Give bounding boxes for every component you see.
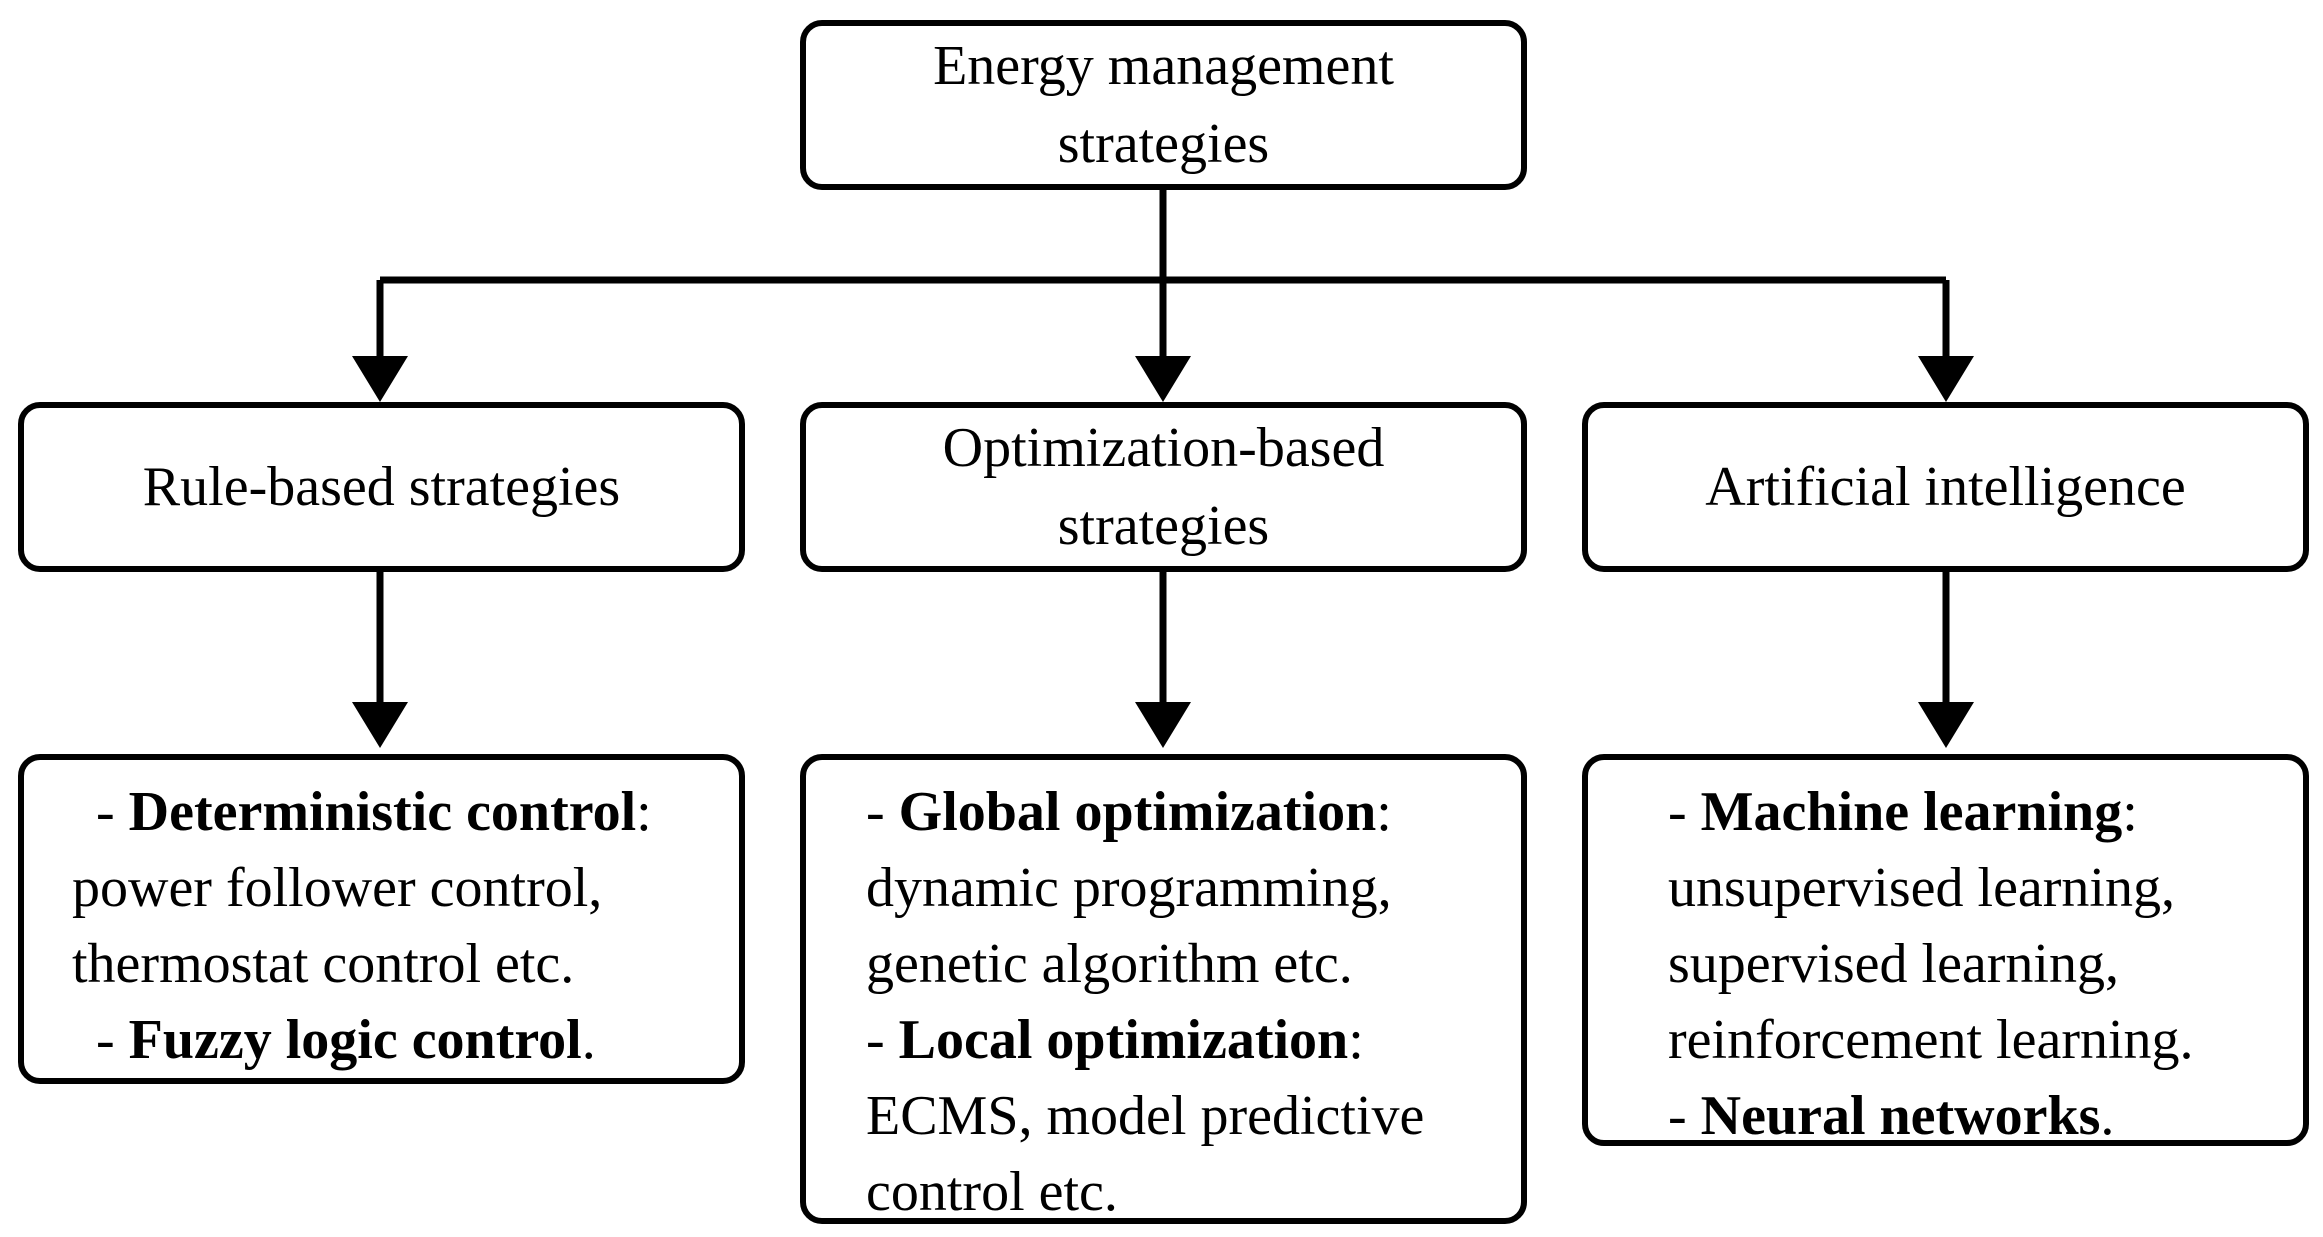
root-node-energy-management: Energy management strategies [800, 20, 1527, 190]
category-node-rule-based: Rule-based strategies [18, 402, 745, 572]
optimization-global-desc-line1: dynamic programming, [866, 857, 1392, 919]
rule-based-desc-line2: thermostat control etc. [72, 933, 575, 995]
detail-node-optimization-based: - Global optimization: dynamic programmi… [800, 754, 1527, 1224]
arrowhead-left-detail [352, 702, 408, 748]
term-machine-learning: Machine learning [1700, 781, 2123, 843]
term-neural-networks: Neural networks [1700, 1085, 2101, 1147]
arrowhead-center-detail [1135, 702, 1191, 748]
arrowhead-right-detail [1918, 702, 1974, 748]
ai-desc-line1: unsupervised learning, [1668, 857, 2175, 919]
root-node-label-line2: strategies [1057, 113, 1270, 175]
term-deterministic-control: Deterministic control [128, 781, 637, 843]
rule-based-item-deterministic: - Deterministic control: [96, 781, 652, 843]
ai-item-neural-networks: - Neural networks. [1668, 1085, 2115, 1147]
term-local-optimization: Local optimization [898, 1009, 1349, 1071]
detail-node-rule-based: - Deterministic control: power follower … [18, 754, 745, 1084]
term-fuzzy-logic-control: Fuzzy logic control [128, 1009, 582, 1071]
optimization-item-global: - Global optimization: [866, 781, 1392, 843]
rule-based-item-fuzzy: - Fuzzy logic control. [96, 1009, 596, 1071]
ai-desc-line2: supervised learning, [1668, 933, 2119, 995]
arrowhead-center-category [1135, 356, 1191, 402]
root-node-label-line1: Energy management [933, 35, 1394, 97]
category-node-optimization-based: Optimization-based strategies [800, 402, 1527, 572]
ai-item-machine-learning: - Machine learning: [1668, 781, 2138, 843]
ai-desc-line3: reinforcement learning. [1668, 1009, 2194, 1071]
rule-based-desc-line1: power follower control, [72, 857, 603, 919]
optimization-item-local: - Local optimization: [866, 1009, 1364, 1071]
category-label-rule-based: Rule-based strategies [142, 456, 621, 518]
term-global-optimization: Global optimization [898, 781, 1377, 843]
detail-node-artificial-intelligence: - Machine learning: unsupervised learnin… [1582, 754, 2309, 1147]
optimization-local-desc-line2: control etc. [866, 1161, 1118, 1223]
category-node-artificial-intelligence: Artificial intelligence [1582, 402, 2309, 572]
optimization-global-desc-line2: genetic algorithm etc. [866, 933, 1353, 995]
arrowhead-left-category [352, 356, 408, 402]
category-label-optimization-line2: strategies [1057, 495, 1270, 557]
category-label-optimization-line1: Optimization-based [942, 417, 1385, 479]
category-label-artificial-intelligence: Artificial intelligence [1705, 456, 2186, 518]
arrowhead-right-category [1918, 356, 1974, 402]
optimization-local-desc-line1: ECMS, model predictive [866, 1085, 1425, 1147]
